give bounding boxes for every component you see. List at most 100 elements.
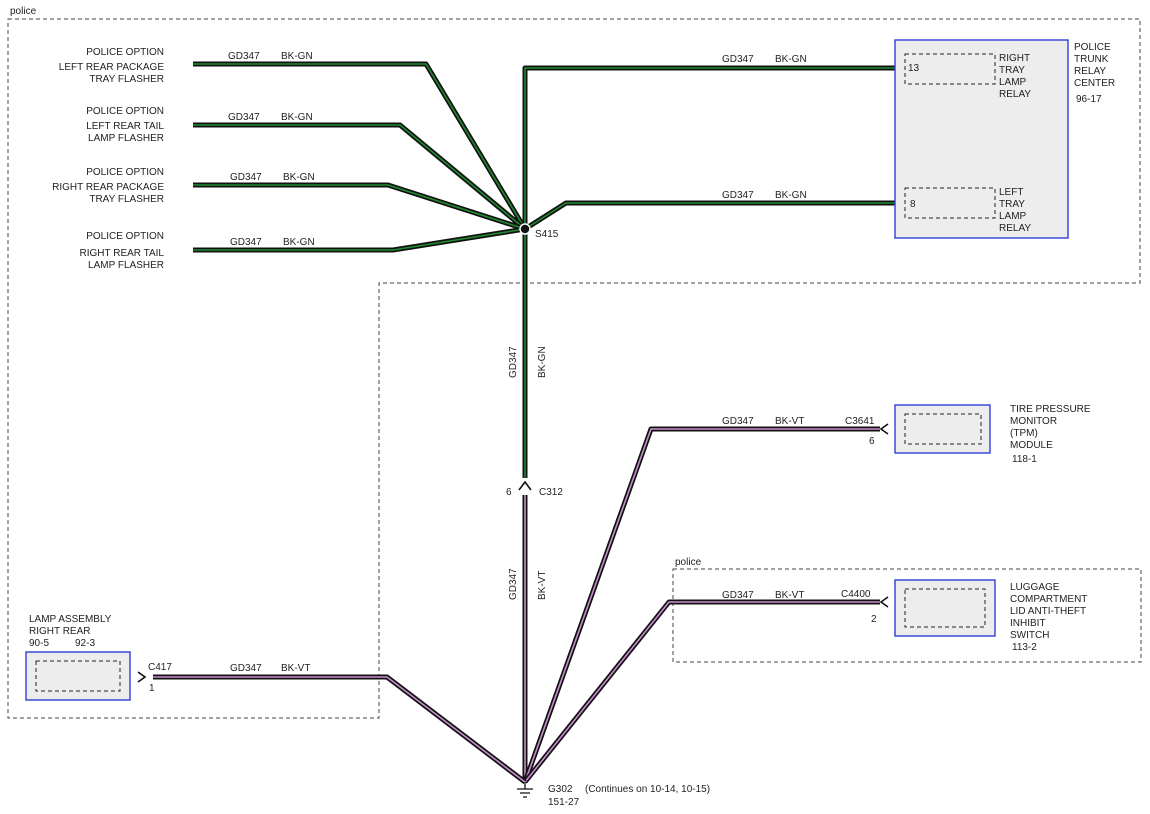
svg-text:LAMP ASSEMBLY: LAMP ASSEMBLY [29, 614, 112, 625]
vertical-upper-circuit: GD347 [508, 346, 519, 378]
flasher-4-color: BK-GN [283, 237, 315, 248]
right-relay-circuit: GD347 [722, 54, 754, 65]
svg-text:LUGGAGE: LUGGAGE [1010, 582, 1060, 593]
lamp-color: BK-VT [281, 663, 310, 674]
tpm-connector: C3641 [845, 416, 875, 427]
svg-text:RIGHT REAR TAIL: RIGHT REAR TAIL [80, 248, 165, 259]
svg-text:POLICE: POLICE [1074, 42, 1111, 53]
wire-lamp-assembly [153, 674, 527, 784]
vertical-lower-circuit: GD347 [508, 568, 519, 600]
svg-text:POLICE OPTION: POLICE OPTION [86, 47, 164, 58]
tpm-module: TIRE PRESSURE MONITOR (TPM) MODULE 118-1 [894, 404, 1091, 465]
svg-text:LAMP: LAMP [999, 211, 1027, 222]
wire-right-rear-tail-core [193, 228, 526, 251]
relay-center-title: POLICE TRUNK RELAY CENTER 96-17 [1074, 42, 1115, 105]
tpm-color: BK-VT [775, 416, 804, 427]
vertical-lower-color: BK-VT [537, 571, 548, 600]
left-tray-lamp-relay-box [904, 187, 996, 219]
luggage-pin: 2 [871, 614, 877, 625]
violet-wires [153, 426, 880, 784]
c417-label: C417 [148, 662, 172, 673]
svg-text:(TPM): (TPM) [1010, 428, 1038, 439]
wire-right-rear-package [193, 182, 526, 232]
wire-lamp-assembly-core [153, 676, 526, 783]
ground-icon [517, 782, 533, 798]
vertical-upper-color: BK-GN [537, 346, 548, 378]
ground-id: G302 [548, 784, 573, 795]
luggage-ref: 113-2 [1012, 642, 1037, 653]
flasher-label-1: POLICE OPTION LEFT REAR PACKAGE TRAY FLA… [59, 47, 313, 85]
flasher-1-circuit: GD347 [228, 51, 260, 62]
right-relay-pin: 13 [908, 63, 920, 74]
police-trunk-relay-center: 13 8 RIGHT TRAY LAMP RELAY LEFT TRAY LAM… [894, 39, 1069, 239]
right-relay-color: BK-GN [775, 54, 807, 65]
flasher-2-color: BK-GN [281, 112, 313, 123]
svg-text:LAMP FLASHER: LAMP FLASHER [88, 133, 164, 144]
flasher-3-circuit: GD347 [230, 172, 262, 183]
relay-center-box [894, 39, 1069, 239]
flasher-label-2: POLICE OPTION LEFT REAR TAIL LAMP FLASHE… [86, 106, 312, 144]
luggage-circuit: GD347 [722, 590, 754, 601]
svg-text:POLICE OPTION: POLICE OPTION [86, 106, 164, 117]
svg-text:TRAY FLASHER: TRAY FLASHER [89, 74, 164, 85]
tpm-ref: 118-1 [1012, 454, 1037, 465]
svg-text:TIRE PRESSURE: TIRE PRESSURE [1010, 404, 1091, 415]
flasher-2-circuit: GD347 [228, 112, 260, 123]
wire-luggage-core [524, 601, 880, 783]
left-relay-pin: 8 [910, 199, 916, 210]
lamp-assembly-right-rear: LAMP ASSEMBLY RIGHT REAR 90-5 92-3 [25, 614, 131, 701]
flasher-3-color: BK-GN [283, 172, 315, 183]
connector-c312: 6 C312 [506, 480, 563, 498]
tpm-inner-box [904, 413, 982, 445]
svg-text:TRUNK: TRUNK [1074, 54, 1109, 65]
svg-text:CENTER: CENTER [1074, 78, 1115, 89]
police-region-bottom [672, 568, 1142, 663]
svg-text:LEFT: LEFT [999, 187, 1023, 198]
wire-tpm [522, 426, 880, 783]
relay-center-ref: 96-17 [1076, 94, 1102, 105]
luggage-inner-box [904, 588, 986, 628]
svg-text:RELAY: RELAY [999, 89, 1031, 100]
tpm-pin: 6 [869, 436, 875, 447]
svg-text:TRAY: TRAY [999, 65, 1025, 76]
svg-text:INHIBIT: INHIBIT [1010, 618, 1046, 629]
lamp-inner-box [35, 660, 121, 692]
lamp-ref-2: 92-3 [75, 638, 95, 649]
flasher-label-3: POLICE OPTION RIGHT REAR PACKAGE TRAY FL… [52, 167, 315, 205]
right-tray-lamp-relay-box [904, 53, 996, 85]
svg-text:RELAY: RELAY [999, 223, 1031, 234]
svg-text:SWITCH: SWITCH [1010, 630, 1049, 641]
svg-text:TRAY: TRAY [999, 199, 1025, 210]
c417-arrow-icon [137, 671, 147, 683]
svg-text:LAMP FLASHER: LAMP FLASHER [88, 260, 164, 271]
svg-text:LID ANTI-THEFT: LID ANTI-THEFT [1010, 606, 1086, 617]
ground-note: (Continues on 10-14, 10-15) [585, 784, 710, 795]
svg-text:COMPARTMENT: COMPARTMENT [1010, 594, 1087, 605]
svg-text:POLICE OPTION: POLICE OPTION [86, 167, 164, 178]
luggage-color: BK-VT [775, 590, 804, 601]
c312-arrow-icon [518, 480, 532, 491]
luggage-arrow-icon [879, 596, 889, 608]
wire-left-rear-tail-core [193, 124, 526, 230]
lamp-ref-1: 90-5 [29, 638, 49, 649]
luggage-switch: LUGGAGE COMPARTMENT LID ANTI-THEFT INHIB… [894, 579, 1087, 653]
svg-text:RIGHT REAR PACKAGE: RIGHT REAR PACKAGE [52, 182, 164, 193]
left-relay-color: BK-GN [775, 190, 807, 201]
splice-s415-dot [519, 223, 531, 235]
flasher-1-color: BK-GN [281, 51, 313, 62]
wire-left-tray-relay [523, 200, 895, 232]
svg-text:MONITOR: MONITOR [1010, 416, 1057, 427]
c312-label: C312 [539, 487, 563, 498]
left-relay-circuit: GD347 [722, 190, 754, 201]
luggage-connector: C4400 [841, 589, 871, 600]
tpm-box [894, 404, 991, 454]
svg-text:MODULE: MODULE [1010, 440, 1053, 451]
luggage-box [894, 579, 996, 637]
c417-pin: 1 [149, 683, 155, 694]
police-region-label: police [10, 6, 37, 17]
tpm-circuit: GD347 [722, 416, 754, 427]
splice-s415-label: S415 [535, 229, 559, 240]
wire-tpm-core [524, 428, 880, 783]
c312-pin: 6 [506, 487, 512, 498]
